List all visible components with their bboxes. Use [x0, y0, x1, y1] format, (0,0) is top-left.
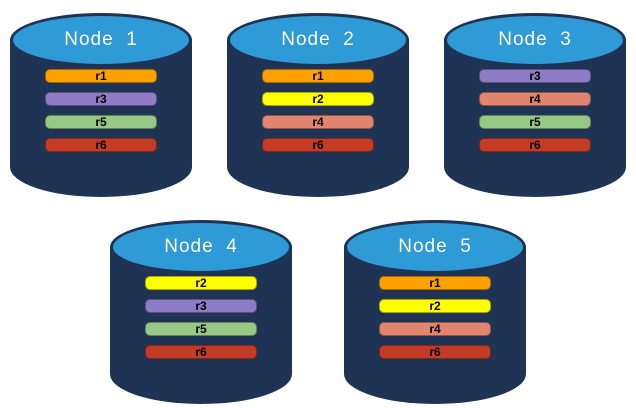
replica-list: r3 r4 r5 r6 [479, 69, 591, 152]
replica-bar: r5 [145, 322, 257, 336]
db-node-4: Node 4 r2 r3 r5 r6 [110, 220, 292, 404]
replica-bar: r5 [479, 115, 591, 129]
replica-bar: r3 [479, 69, 591, 83]
cylinder-top-ellipse: Node 3 [444, 13, 626, 67]
replica-list: r1 r2 r4 r6 [379, 276, 491, 359]
replica-bar: r6 [45, 138, 157, 152]
replica-bar: r4 [262, 115, 374, 129]
cylinder-top-ellipse: Node 4 [110, 220, 292, 274]
node-title: Node 2 [281, 29, 355, 50]
replica-bar: r6 [379, 345, 491, 359]
replica-bar: r1 [262, 69, 374, 83]
node-title: Node 4 [164, 236, 238, 257]
replica-bar: r6 [145, 345, 257, 359]
replica-bar: r1 [379, 276, 491, 290]
replica-bar: r5 [45, 115, 157, 129]
node-row-top: Node 1 r1 r3 r5 r6 Node 2 r1 r2 r4 r6 [10, 13, 626, 197]
cylinder-top-ellipse: Node 5 [344, 220, 526, 274]
replica-list: r2 r3 r5 r6 [145, 276, 257, 359]
db-node-1: Node 1 r1 r3 r5 r6 [10, 13, 192, 197]
replica-bar: r6 [262, 138, 374, 152]
replica-bar: r2 [379, 299, 491, 313]
replica-list: r1 r2 r4 r6 [262, 69, 374, 152]
replica-bar: r4 [479, 92, 591, 106]
cylinder-top-ellipse: Node 2 [227, 13, 409, 67]
replica-bar: r4 [379, 322, 491, 336]
replica-bar: r2 [262, 92, 374, 106]
node-row-bottom: Node 4 r2 r3 r5 r6 Node 5 r1 r2 r4 r6 [0, 220, 636, 404]
node-title: Node 3 [498, 29, 572, 50]
replica-bar: r2 [145, 276, 257, 290]
replica-bar: r1 [45, 69, 157, 83]
replica-bar: r3 [145, 299, 257, 313]
replica-list: r1 r3 r5 r6 [45, 69, 157, 152]
replica-bar: r6 [479, 138, 591, 152]
db-node-2: Node 2 r1 r2 r4 r6 [227, 13, 409, 197]
db-node-3: Node 3 r3 r4 r5 r6 [444, 13, 626, 197]
replica-bar: r3 [45, 92, 157, 106]
node-title: Node 1 [64, 29, 138, 50]
node-title: Node 5 [398, 236, 472, 257]
cylinder-top-ellipse: Node 1 [10, 13, 192, 67]
db-node-5: Node 5 r1 r2 r4 r6 [344, 220, 526, 404]
